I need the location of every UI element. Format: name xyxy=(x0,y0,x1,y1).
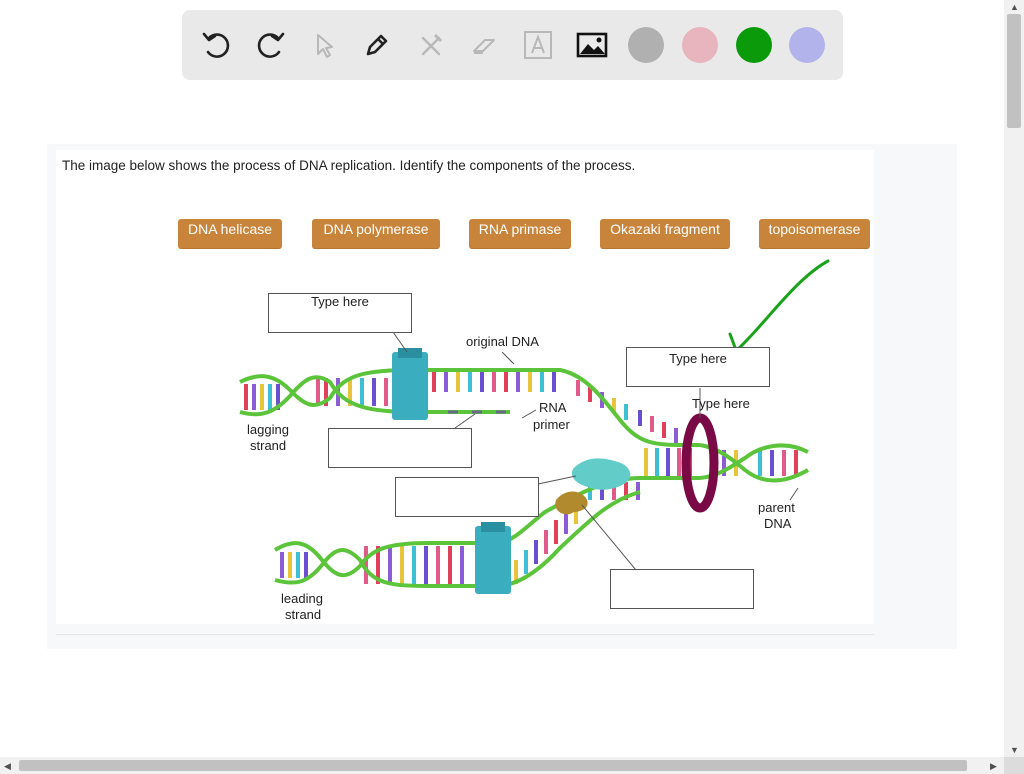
horizontal-scrollbar[interactable]: ◀ ▶ xyxy=(0,757,1004,774)
scroll-down-icon[interactable]: ▼ xyxy=(1010,745,1019,755)
helicase-shape xyxy=(571,458,631,490)
image-icon[interactable] xyxy=(574,27,610,63)
label-original-dna: original DNA xyxy=(466,334,539,349)
label-parent-line1: parent xyxy=(758,500,795,515)
undo-icon[interactable] xyxy=(199,27,235,63)
chip-okazaki-fragment[interactable]: Okazaki fragment xyxy=(600,219,730,248)
drawing-toolbar xyxy=(182,10,843,80)
dropzone-polymerase-top[interactable]: Type here xyxy=(268,293,412,333)
topoisomerase-ring xyxy=(681,413,719,513)
chip-topoisomerase[interactable]: topoisomerase xyxy=(759,219,870,248)
eraser-icon[interactable] xyxy=(467,27,503,63)
annotation-arrow xyxy=(735,259,830,352)
dropzone-helicase[interactable] xyxy=(395,477,539,517)
color-swatch-pink[interactable] xyxy=(682,27,718,63)
label-lagging-line1: lagging xyxy=(247,422,289,437)
pointer-icon[interactable] xyxy=(306,27,342,63)
dropzone-primase[interactable] xyxy=(610,569,754,609)
scroll-left-icon[interactable]: ◀ xyxy=(4,761,11,771)
scroll-right-icon[interactable]: ▶ xyxy=(990,761,997,771)
redo-icon[interactable] xyxy=(252,27,288,63)
label-rna-primer-line2: primer xyxy=(533,417,570,432)
color-swatch-green[interactable] xyxy=(736,27,772,63)
primase-shape xyxy=(555,491,588,515)
dropzone-right[interactable]: Type here xyxy=(626,347,770,387)
card-divider xyxy=(56,634,874,635)
label-type-here: Type here xyxy=(692,396,750,411)
label-leading-line1: leading xyxy=(281,591,323,606)
label-leading-line2: strand xyxy=(285,607,322,622)
polymerase-leading xyxy=(475,526,511,594)
label-lagging-line2: strand xyxy=(250,438,287,453)
dropzone-placeholder: Type here xyxy=(669,351,727,366)
dropzone-okazaki[interactable] xyxy=(328,428,472,468)
scroll-up-icon[interactable]: ▲ xyxy=(1010,2,1019,12)
label-parent-line2: DNA xyxy=(764,516,792,531)
horizontal-scroll-thumb[interactable] xyxy=(19,760,967,771)
question-text: The image below shows the process of DNA… xyxy=(62,158,636,173)
text-icon[interactable] xyxy=(520,27,556,63)
chip-dna-helicase[interactable]: DNA helicase xyxy=(178,219,282,248)
dropzone-placeholder: Type here xyxy=(311,294,369,309)
vertical-scrollbar[interactable]: ▲ ▼ xyxy=(1004,0,1024,758)
vertical-scroll-thumb[interactable] xyxy=(1007,14,1021,128)
scrollbar-corner xyxy=(1004,757,1024,774)
color-swatch-lavender[interactable] xyxy=(789,27,825,63)
chip-dna-polymerase[interactable]: DNA polymerase xyxy=(312,219,440,248)
label-rna-primer-line1: RNA xyxy=(539,400,567,415)
polymerase-lagging xyxy=(392,352,428,420)
tools-icon[interactable] xyxy=(413,27,449,63)
chip-rna-primase[interactable]: RNA primase xyxy=(469,219,571,248)
pen-icon[interactable] xyxy=(359,27,395,63)
color-swatch-gray[interactable] xyxy=(628,27,664,63)
